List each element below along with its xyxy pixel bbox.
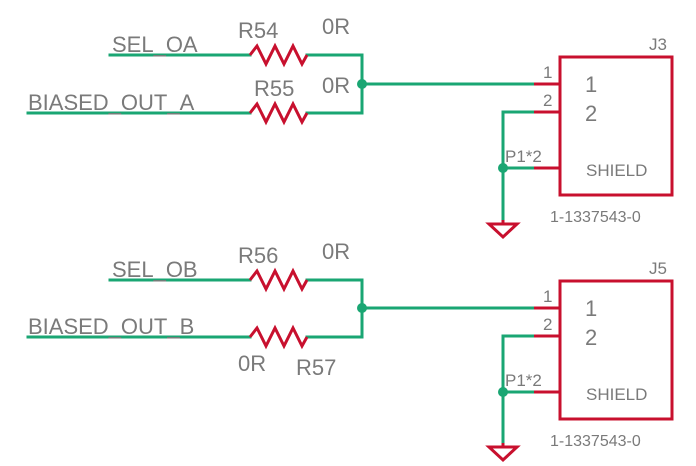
resistor-r57 xyxy=(248,324,309,350)
j3-part-number: 1-1337543-0 xyxy=(550,209,641,226)
section-b: SEL_OB BIASED_OUT_B R56 0R 0R R57 J5 1 2… xyxy=(26,239,674,463)
j3-pin2-number: 2 xyxy=(543,91,552,110)
net-label-biased-out-a: BIASED_OUT_A xyxy=(28,90,195,115)
j3-shield-name: SHIELD xyxy=(586,161,647,180)
j3-pin1-number: 1 xyxy=(543,63,552,82)
junction-dot xyxy=(498,163,508,173)
ground-symbol xyxy=(485,220,521,240)
j3-shield-pin-number: P1*2 xyxy=(505,147,542,166)
junction-dot xyxy=(357,303,367,313)
r54-value: 0R xyxy=(322,14,350,39)
j5-pin1-number: 1 xyxy=(543,287,552,306)
junction-dot xyxy=(498,387,508,397)
r54-ref: R54 xyxy=(238,18,278,43)
r55-ref: R55 xyxy=(254,76,294,101)
r57-value: 0R xyxy=(238,351,266,376)
connector-j5-body xyxy=(558,279,674,421)
wire-j3-pin2-shield xyxy=(501,110,562,222)
connector-j3-pin-stubs xyxy=(534,82,560,170)
r57-ref: R57 xyxy=(296,355,336,380)
connector-j5-pin-stubs xyxy=(534,306,560,394)
j5-shield-pin-number: P1*2 xyxy=(505,371,542,390)
wire-r56-out xyxy=(305,278,364,339)
section-a: SEL_OA BIASED_OUT_A R54 0R R55 0R J3 1 2… xyxy=(26,14,674,240)
j3-ref: J3 xyxy=(649,35,667,54)
j5-pin2-name: 2 xyxy=(585,325,597,350)
ground-symbol xyxy=(485,443,521,463)
r56-value: 0R xyxy=(322,239,350,264)
j5-shield-name: SHIELD xyxy=(586,385,647,404)
resistor-r55 xyxy=(248,100,309,126)
j5-part-number: 1-1337543-0 xyxy=(550,433,641,450)
j5-pin2-number: 2 xyxy=(543,315,552,334)
j5-pin1-name: 1 xyxy=(585,296,597,321)
j3-pin1-name: 1 xyxy=(585,72,597,97)
net-label-sel-ob: SEL_OB xyxy=(112,257,198,282)
resistor-r54 xyxy=(248,42,309,68)
resistor-r56 xyxy=(248,267,309,293)
net-label-sel-oa: SEL_OA xyxy=(112,32,198,57)
connector-j3-body xyxy=(558,55,674,197)
j3-pin2-name: 2 xyxy=(585,101,597,126)
j5-ref: J5 xyxy=(649,259,667,278)
r56-ref: R56 xyxy=(238,243,278,268)
r55-value: 0R xyxy=(322,73,350,98)
net-label-biased-out-b: BIASED_OUT_B xyxy=(28,314,194,339)
junction-dot xyxy=(357,79,367,89)
